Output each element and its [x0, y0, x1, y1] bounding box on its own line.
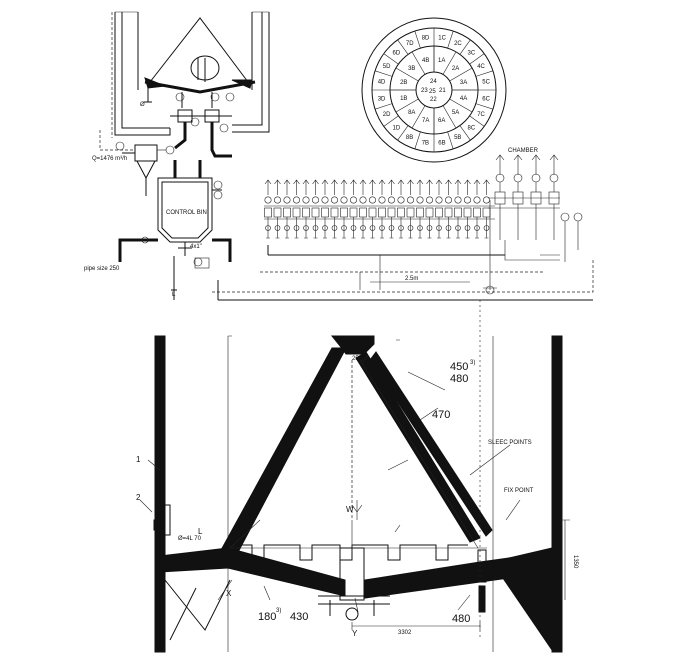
disc-ring3-label: 6C [482, 96, 490, 102]
dim-label: 2.5m [405, 276, 418, 282]
disc-ring3-label: 8B [406, 135, 413, 141]
dim-450-sup: 3) [470, 360, 475, 366]
disc-ring2-label: 6A [438, 118, 445, 124]
disc-ring3-label: 2C [454, 41, 462, 47]
dim-480-bottom: 480 [452, 613, 470, 625]
chamber-label: CHAMBER [508, 148, 539, 154]
dim-180-sup: 3) [276, 608, 281, 614]
disc-ring3-label: 3D [378, 96, 386, 102]
disc-ring2-label: 4A [460, 96, 467, 102]
disc-ring3-label: 7D [406, 41, 414, 47]
cyclone-unit: Q=1476 m³/h [92, 130, 175, 196]
mark-y: Y [352, 629, 358, 638]
slope-label: Ø=4L 70 [178, 536, 202, 542]
disc-ring1-label: 21 [439, 88, 446, 94]
dim-470: 470 [432, 409, 450, 421]
dim-450: 450 [450, 361, 468, 373]
silo-schematic: Ø Q=1476 m³/h CONTROL BIN 4x1" [84, 11, 594, 301]
disc-ring3-label: 8C [468, 126, 476, 132]
disc-ring1-label: 23 [421, 88, 428, 94]
svg-text:Ø: Ø [140, 102, 145, 108]
disc-ring3-label: 5D [383, 64, 391, 70]
chamber-manifold: CHAMBER 2.5m [264, 148, 583, 295]
disc-ring3-label: 4C [477, 64, 485, 70]
disc-ring3-label: 3C [468, 51, 476, 57]
disc-ring1-label: 22 [430, 97, 437, 103]
disc-ring3-label: 7C [477, 112, 485, 118]
control-bin-label: CONTROL BIN [166, 210, 207, 216]
disc-ring1-label: 24 [430, 79, 437, 85]
disc-ring2-label: 7A [422, 118, 429, 124]
disc-ring2-label: 4B [422, 58, 429, 64]
disc-ring2-label: 5A [452, 110, 459, 116]
disc-ring2-label: 2B [400, 80, 407, 86]
disc-ring2-label: 1B [400, 96, 407, 102]
mark-x: X [226, 589, 232, 598]
disc-ring2-label: 1A [438, 58, 445, 64]
control-bin: CONTROL BIN 4x1" [157, 160, 223, 267]
sleeve-points-label: SLEEC POINTS [488, 440, 532, 446]
disc-ring3-label: 6D [393, 51, 401, 57]
dim-3302: 3302 [398, 630, 412, 636]
disc-ring3-label: 6B [438, 140, 445, 146]
mark-1: 1 [136, 455, 141, 464]
valve-label: 4x1" [190, 244, 202, 250]
mark-w: W [346, 505, 354, 514]
disc-center-label: 25 [429, 89, 436, 95]
disc-ring2-label: 8A [408, 110, 415, 116]
pipe-label: pipe size 250 [84, 266, 120, 272]
dim-1350: 1350 [572, 555, 578, 569]
disc-ring2-label: 3B [408, 66, 415, 72]
disc-ring3-label: 1D [393, 126, 401, 132]
disc-ring3-label: 5B [454, 135, 461, 141]
dim-430: 430 [290, 611, 308, 623]
mark-2: 2 [136, 493, 141, 502]
disc-ring3-label: 5C [482, 80, 490, 86]
dim-180: 180 [258, 611, 276, 623]
disc-ring3-label: 7B [422, 140, 429, 146]
fix-point-label: FIX POINT [504, 488, 534, 494]
disc-ring2-label: 2A [452, 66, 459, 72]
disc-ring3-label: 2D [383, 112, 391, 118]
disc-ring3-label: 1C [438, 36, 446, 42]
mark-l: L [198, 527, 203, 536]
disc-ring3-label: 4D [378, 80, 386, 86]
dim-480-top: 480 [450, 373, 468, 385]
section-view: 450 3) 480 470 252 SLEEC POINTS FIX POIN… [136, 300, 578, 653]
disc-ring2-label: 3A [460, 80, 467, 86]
svg-text:L: L [172, 292, 176, 298]
disc-ring3-label: 8D [422, 36, 430, 42]
outlet-valves [170, 92, 235, 158]
dim-252: 252 [352, 356, 363, 362]
flow-label: Q=1476 m³/h [92, 156, 127, 162]
